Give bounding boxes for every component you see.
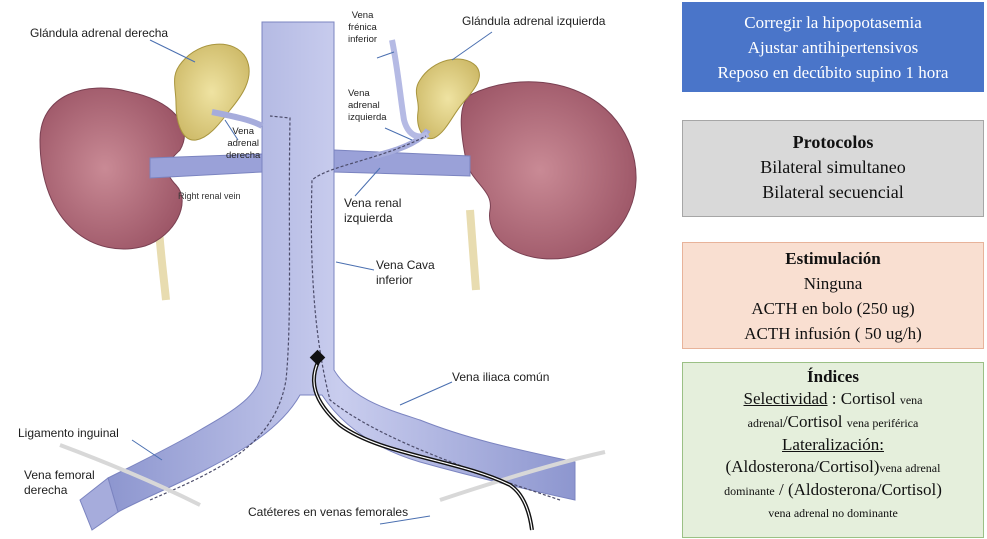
label-right-adrenal-vein-line-3: derecha [226,150,260,162]
label-left-adrenal-vein-line-1: Vena [348,88,387,100]
stimulation-panel: Estimulación Ninguna ACTH en bolo (250 u… [682,242,984,349]
selectivity-sub-2: vena periférica [847,416,919,430]
label-right-renal-vein: Right renal vein [178,191,241,202]
left-ureter [470,210,476,290]
lateralization-part-2: / (Aldosterona/Cortisol) [775,480,942,499]
stimulation-title: Estimulación [683,246,983,271]
label-left-renal-line-2: izquierda [344,211,401,226]
label-femoral-line-1: Vena femoral [24,468,95,483]
protocols-line-2: Bilateral secuencial [683,180,983,205]
label-inferior-vena-cava: Vena Cava inferior [376,258,435,288]
label-right-adrenal-vein-line-2: adrenal [226,138,260,150]
leader-right-adrenal [150,40,195,62]
label-catheters: Catéteres en venas femorales [248,505,408,520]
label-inguinal-ligament: Ligamento inguinal [18,426,119,441]
selectivity-sub-1: vena [900,393,923,407]
stimulation-line-3: ACTH infusión ( 50 ug/h) [683,321,983,346]
preparation-line-3: Reposo en decúbito supino 1 hora [682,60,984,85]
stimulation-line-1: Ninguna [683,271,983,296]
label-inferior-phrenic-vein: Vena frénica inferior [348,10,377,46]
leader-inguinal [132,440,162,460]
selectivity-cortisol-2: /Cortisol [783,412,847,431]
indices-panel: Índices Selectividad : Cortisol vena adr… [682,362,984,538]
lateralization-label: Lateralización: [683,434,983,456]
lateralization-part-1: (Aldosterona/Cortisol) [726,457,880,476]
stimulation-line-2: ACTH en bolo (250 ug) [683,296,983,321]
label-left-renal-line-1: Vena renal [344,196,401,211]
label-ivc-line-1: Vena Cava [376,258,435,273]
label-right-adrenal-vein-line-1: Vena [226,126,260,138]
protocols-panel: Protocolos Bilateral simultaneo Bilatera… [682,120,984,217]
protocols-title: Protocolos [683,130,983,155]
label-left-adrenal-vein: Vena adrenal izquierda [348,88,387,124]
label-right-adrenal-vein: Vena adrenal derecha [226,126,260,162]
selectivity-line: Selectividad : Cortisol vena [683,388,983,411]
left-renal-vein [334,150,470,176]
lateralization-sub-1b: dominante [724,484,775,498]
label-right-femoral-vein: Vena femoral derecha [24,468,95,498]
label-phrenic-line-1: Vena [348,10,377,22]
lateralization-sub-1: vena adrenal [879,461,940,475]
selectivity-label: Selectividad [744,389,828,408]
preparation-line-1: Corregir la hipopotasemia [682,10,984,35]
label-phrenic-line-3: inferior [348,34,377,46]
label-common-iliac-vein: Vena iliaca común [452,370,549,385]
label-left-renal-vein: Vena renal izquierda [344,196,401,226]
left-kidney [461,82,636,259]
lateralization-sub-2: vena adrenal no dominante [683,502,983,524]
preparation-panel: Corregir la hipopotasemia Ajustar antihi… [682,2,984,92]
leader-ivc [336,262,374,270]
lateralization-line-2: dominante / (Aldosterona/Cortisol) [683,479,983,502]
label-femoral-line-2: derecha [24,483,95,498]
selectivity-mid: adrenal [748,416,783,430]
leader-phrenic [377,52,394,58]
lateralization-line-1: (Aldosterona/Cortisol)vena adrenal [683,456,983,479]
label-left-adrenal-gland: Glándula adrenal izquierda [462,14,605,29]
label-ivc-line-2: inferior [376,273,435,288]
protocols-line-1: Bilateral simultaneo [683,155,983,180]
leader-left-adrenal [452,32,492,60]
preparation-line-2: Ajustar antihipertensivos [682,35,984,60]
selectivity-sep: : Cortisol [828,389,900,408]
selectivity-line-2: adrenal/Cortisol vena periférica [683,411,983,434]
indices-title: Índices [683,366,983,388]
label-right-adrenal-gland: Glándula adrenal derecha [30,26,168,41]
label-left-adrenal-vein-line-3: izquierda [348,112,387,124]
leader-iliac [400,382,452,405]
label-phrenic-line-2: frénica [348,22,377,34]
label-left-adrenal-vein-line-2: adrenal [348,100,387,112]
